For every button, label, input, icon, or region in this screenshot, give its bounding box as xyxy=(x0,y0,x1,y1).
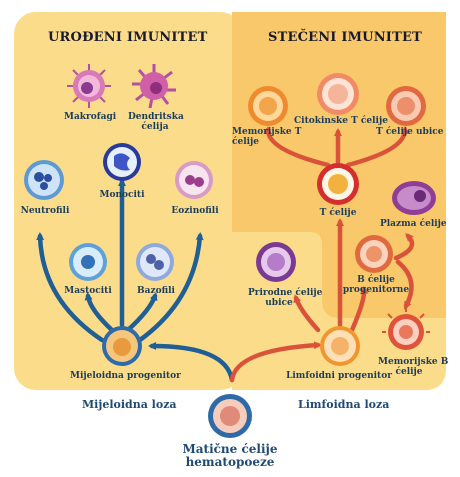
stem-cell-label-line2: hematopoeze xyxy=(185,455,275,469)
memorijske-t-label-line1: Memorijske T xyxy=(232,127,302,137)
bazofili-label: Bazofili xyxy=(137,286,175,296)
plasma-cell-icon xyxy=(392,181,436,215)
adaptive-immunity-title: STEČENI IMUNITET xyxy=(268,30,422,45)
t-celije-label: T ćelije xyxy=(319,208,357,218)
b-cell-progenitor-icon xyxy=(355,235,393,273)
t-cell-icon xyxy=(317,163,359,205)
memorijske-b-label-line2: ćelije xyxy=(395,367,423,377)
nk-cell-icon xyxy=(256,242,296,282)
plazma-celije-label: Plazma ćelije xyxy=(380,219,447,229)
basophil-cell-icon xyxy=(136,243,174,281)
innate-immunity-panel xyxy=(14,12,242,390)
monociti-label: Monociti xyxy=(99,190,145,200)
dendritska-label: Dendritska ćelija xyxy=(128,112,184,132)
myeloid-lineage-label: Mijeloidna loza xyxy=(82,398,177,411)
memory-b-cell-icon xyxy=(382,308,430,350)
prirodne-label-line1: Prirodne ćelije xyxy=(248,288,323,298)
memory-t-cell-icon xyxy=(248,86,288,126)
eosinophil-cell-icon xyxy=(175,161,213,199)
b-progenitorne-label-line1: B ćelije xyxy=(357,275,395,285)
stem-cell-label-line1: Matične ćelije xyxy=(182,442,278,456)
memorijske-t-label-line2: ćelije xyxy=(232,137,260,147)
mijeloidna-progenitor-label: Mijeloidna progenitor xyxy=(70,371,181,381)
macrophage-cell-icon xyxy=(67,64,111,108)
citokinske-t-label: Citokinske T ćelije xyxy=(294,116,388,126)
myeloid-arrows xyxy=(36,178,235,383)
memorijske-b-label-line1: Memorijske B xyxy=(378,357,449,367)
b-celije-progenitorne-label: B ćelije progenitorne xyxy=(340,275,412,295)
monocyte-cell-icon xyxy=(103,143,141,181)
dendritska-label-line1: Dendritska xyxy=(128,112,184,122)
mastociti-label: Mastociti xyxy=(64,286,112,296)
t-celije-ubice-label: T ćelije ubice xyxy=(376,127,444,137)
stem-cell-icon xyxy=(208,394,252,438)
memorijske-b-label: Memorijske B ćelije xyxy=(378,357,449,377)
prirodne-celije-ubice-label: Prirodne ćelije ubice xyxy=(248,288,323,308)
neutrophil-cell-icon xyxy=(24,160,64,200)
cytokine-t-cell-icon xyxy=(317,73,359,115)
prirodne-label-line2: ubice xyxy=(265,298,293,308)
dendritska-label-line2: ćelija xyxy=(141,122,169,132)
dendritic-cell-icon xyxy=(132,64,176,109)
mast-cell-icon xyxy=(69,243,107,281)
memorijske-t-label: Memorijske T ćelije xyxy=(232,127,304,147)
killer-t-cell-icon xyxy=(386,86,426,126)
eozinofili-label: Eozinofili xyxy=(171,206,219,216)
lymphoid-lineage-label: Limfoidna loza xyxy=(298,398,390,411)
lymphoid-arrows xyxy=(229,126,415,383)
makrofagi-label: Makrofagi xyxy=(64,112,117,122)
neutrofili-label: Neutrofili xyxy=(20,206,70,216)
limfoidni-progenitor-label: Limfoidni progenitor xyxy=(286,371,392,381)
myeloid-progenitor-icon xyxy=(102,326,142,366)
b-progenitorne-label-line2: progenitorne xyxy=(342,285,410,295)
lymphoid-progenitor-icon xyxy=(320,326,360,366)
stem-cell-label: Matične ćelije hematopoeze xyxy=(176,443,284,469)
innate-immunity-title: UROĐENI IMUNITET xyxy=(48,30,208,45)
